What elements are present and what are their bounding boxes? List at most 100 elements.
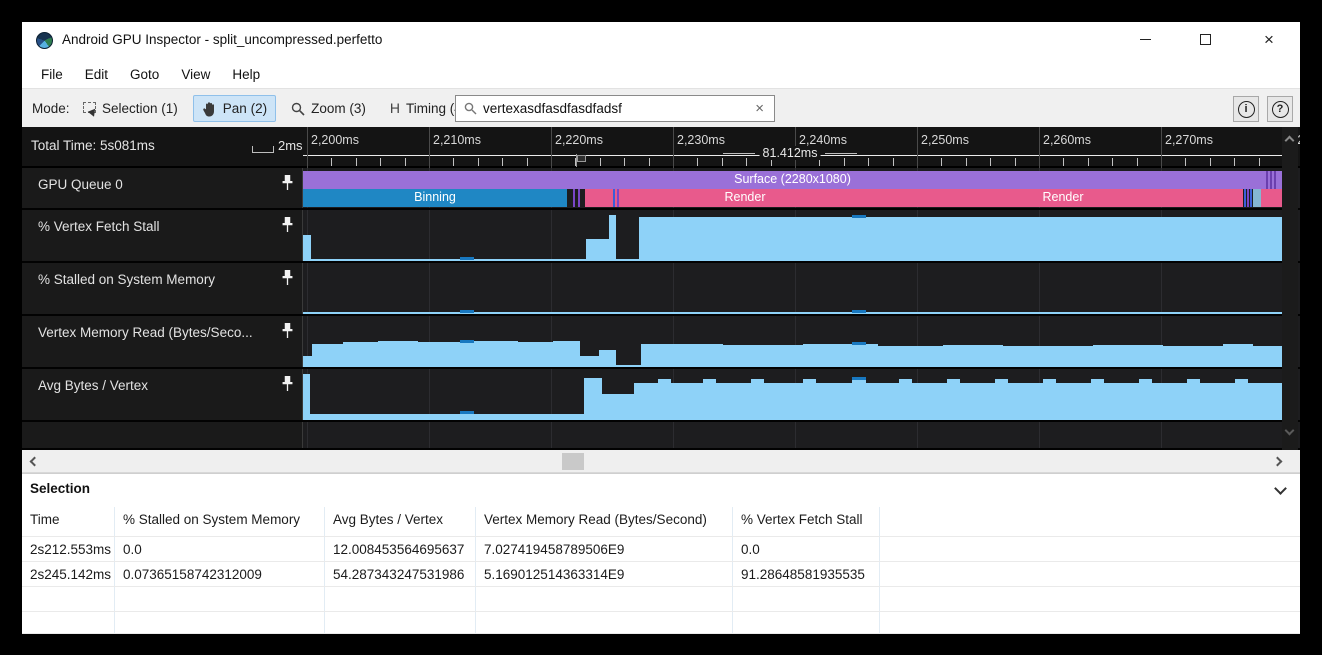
- table-row[interactable]: [22, 612, 1300, 634]
- slice[interactable]: [1253, 189, 1261, 207]
- slice[interactable]: [617, 189, 619, 207]
- slice[interactable]: [613, 189, 615, 207]
- slice[interactable]: [578, 189, 580, 207]
- table-header-cell: % Vertex Fetch Stall: [733, 507, 880, 536]
- time-ruler[interactable]: Total Time: 5s081ms 2ms 2,200ms2,210ms2,…: [22, 127, 1300, 168]
- selected-sample-marker[interactable]: [852, 310, 866, 313]
- selected-sample-marker[interactable]: [460, 340, 474, 343]
- menu-item-edit[interactable]: Edit: [74, 63, 119, 86]
- track-name: % Stalled on System Memory: [38, 272, 215, 287]
- mode-button-zoom[interactable]: Zoom (3): [282, 95, 375, 122]
- search-clear-icon[interactable]: ×: [753, 101, 766, 116]
- pin-icon[interactable]: [282, 376, 293, 391]
- table-row[interactable]: 2s212.553ms0.012.0084535646956377.027419…: [22, 537, 1300, 562]
- table-header-cell: Avg Bytes / Vertex: [325, 507, 476, 536]
- info-icon: i: [1238, 101, 1255, 118]
- scroll-down-icon[interactable]: [1285, 426, 1295, 436]
- table-cell: [880, 612, 1300, 633]
- maximize-button[interactable]: [1182, 22, 1228, 56]
- collapse-chevron-icon[interactable]: [1274, 482, 1287, 495]
- slice[interactable]: [1244, 189, 1246, 207]
- grid-line: [429, 263, 430, 314]
- slice[interactable]: [1247, 189, 1249, 207]
- minor-tick: [697, 158, 698, 166]
- search-input[interactable]: [483, 101, 753, 116]
- table-cell: 91.28648581935535: [733, 562, 880, 586]
- slice[interactable]: [1261, 189, 1282, 207]
- track-chart[interactable]: [303, 263, 1282, 314]
- selected-sample-marker[interactable]: [852, 342, 866, 345]
- title-bar[interactable]: Android GPU Inspector - split_uncompress…: [22, 22, 1300, 60]
- table-cell: 0.0: [115, 537, 325, 561]
- search-box[interactable]: ×: [455, 95, 775, 122]
- area-segment: [303, 356, 312, 367]
- pin-icon[interactable]: [282, 217, 293, 232]
- area-segment: [1091, 379, 1104, 420]
- table-cell: [733, 587, 880, 611]
- selected-sample-marker[interactable]: [852, 377, 866, 380]
- selected-sample-marker[interactable]: [460, 411, 474, 414]
- menu-item-file[interactable]: File: [30, 63, 74, 86]
- mode-button-selection[interactable]: Selection (1): [74, 95, 187, 122]
- measure-line-right: [825, 153, 857, 154]
- table-cell: [325, 612, 476, 633]
- track-chart[interactable]: Surface (2280x1080)BinningRenderRender: [303, 168, 1282, 208]
- area-segment: [586, 239, 609, 261]
- pin-icon[interactable]: [282, 323, 293, 338]
- table-cell: [22, 587, 115, 611]
- scroll-left-icon[interactable]: [30, 457, 40, 467]
- minimize-button[interactable]: [1122, 22, 1168, 56]
- minor-tick: [1210, 158, 1211, 166]
- app-icon: [36, 32, 53, 49]
- menu-item-help[interactable]: Help: [221, 63, 271, 86]
- table-cell: [22, 612, 115, 633]
- slice-surface[interactable]: Surface (2280x1080): [303, 171, 1282, 189]
- scroll-up-icon[interactable]: [1285, 136, 1295, 146]
- grid-line: [673, 422, 674, 448]
- area-segment: [1163, 346, 1223, 367]
- selected-sample-marker[interactable]: [460, 257, 474, 260]
- slice[interactable]: [585, 189, 1243, 207]
- slice[interactable]: [1250, 189, 1252, 207]
- table-cell: 2s245.142ms: [22, 562, 115, 586]
- mode-button-pan[interactable]: Pan (2): [193, 95, 276, 122]
- track-chart[interactable]: [303, 422, 1282, 448]
- track-label-cell: [22, 422, 303, 448]
- track-name: Avg Bytes / Vertex: [38, 378, 148, 393]
- track-chart[interactable]: [303, 369, 1282, 420]
- horizontal-scrollbar[interactable]: [22, 450, 1300, 473]
- tick-label: 2,220ms: [555, 133, 603, 147]
- area-segment: [378, 341, 418, 367]
- track-chart[interactable]: [303, 316, 1282, 367]
- track-name: % Vertex Fetch Stall: [38, 219, 160, 234]
- help-button[interactable]: ?: [1267, 96, 1293, 122]
- selected-sample-marker[interactable]: [460, 310, 474, 313]
- table-cell: [476, 612, 733, 633]
- timing-flag-icon[interactable]: [576, 154, 587, 167]
- area-segment: [852, 379, 866, 420]
- selection-table: Time% Stalled on System MemoryAvg Bytes …: [22, 507, 1300, 634]
- track-chart[interactable]: [303, 210, 1282, 261]
- area-segment: [303, 235, 311, 261]
- table-row[interactable]: [22, 587, 1300, 612]
- slice[interactable]: [573, 189, 575, 207]
- menu-item-view[interactable]: View: [170, 63, 221, 86]
- selected-sample-marker[interactable]: [852, 215, 866, 218]
- table-row[interactable]: 2s245.142ms0.0736515874231200954.2873432…: [22, 562, 1300, 587]
- track-name: Vertex Memory Read (Bytes/Seco...: [38, 325, 253, 340]
- track-label-cell: Vertex Memory Read (Bytes/Seco...: [22, 316, 303, 367]
- pin-icon[interactable]: [282, 270, 293, 285]
- window-title: Android GPU Inspector - split_uncompress…: [62, 32, 382, 47]
- menu-item-goto[interactable]: Goto: [119, 63, 170, 86]
- mode-label: Mode:: [32, 101, 70, 116]
- info-button[interactable]: i: [1233, 96, 1259, 122]
- track-name: GPU Queue 0: [38, 177, 123, 192]
- horizontal-scrollbar-thumb[interactable]: [562, 453, 584, 470]
- pin-icon[interactable]: [282, 175, 293, 190]
- tick-label: 2,260ms: [1043, 133, 1091, 147]
- scroll-right-icon[interactable]: [1273, 457, 1283, 467]
- vertical-scrollbar[interactable]: [1282, 127, 1298, 450]
- close-button[interactable]: ×: [1246, 22, 1292, 56]
- tick-label: 2,250ms: [921, 133, 969, 147]
- slice-label: Binning: [414, 190, 456, 204]
